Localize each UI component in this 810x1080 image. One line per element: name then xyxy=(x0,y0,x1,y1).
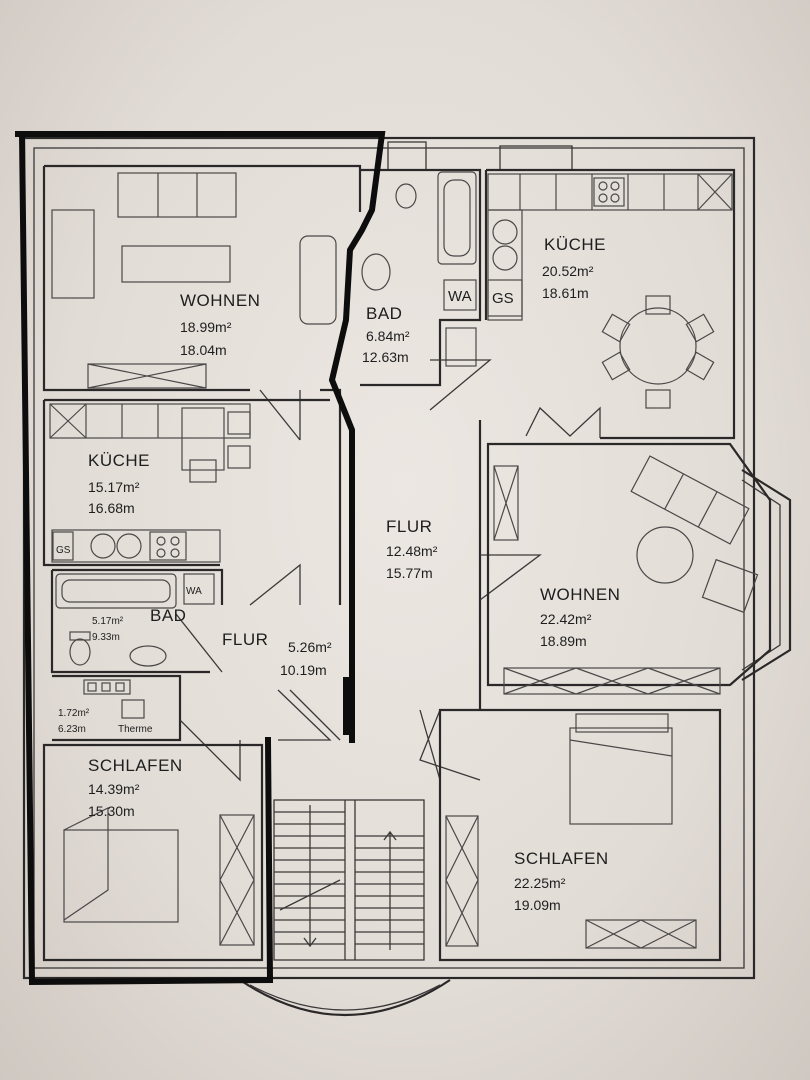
shelf-icon xyxy=(51,209,95,299)
bed-icon xyxy=(63,829,179,923)
room-perimeter: 15.77m xyxy=(386,565,433,581)
room-perimeter: 19.09m xyxy=(514,897,561,913)
room-area: 5.26m² xyxy=(288,639,332,655)
bathtub-icon xyxy=(437,171,477,265)
room-perimeter: 9.33m xyxy=(92,632,120,643)
unit-boundary-marker xyxy=(15,130,386,986)
coffee-table-icon xyxy=(636,526,694,584)
sink-icon xyxy=(90,533,116,559)
cooktop-icon xyxy=(593,177,625,207)
room-area: 18.99m² xyxy=(180,319,232,335)
room-left-bad: WA BAD 5.17m² 9.33m xyxy=(50,568,224,674)
therme-label: Therme xyxy=(118,724,153,735)
room-left-flur: FLUR 5.26m² 10.19m xyxy=(179,630,332,782)
room-name: WOHNEN xyxy=(180,291,260,310)
room-area: 22.25m² xyxy=(514,875,566,891)
room-name: FLUR xyxy=(386,517,432,536)
room-perimeter: 12.63m xyxy=(362,349,409,365)
boiler-icon xyxy=(83,679,131,695)
room-left-schlafen: SCHLAFEN 14.39m² 15.30m xyxy=(42,743,264,962)
room-perimeter: 18.04m xyxy=(180,342,227,358)
room-name: SCHLAFEN xyxy=(514,849,609,868)
room-left-kueche: GS KÜCHE 15.17m² 16.68m xyxy=(42,398,330,606)
room-area: 14.39m² xyxy=(88,781,140,797)
room-perimeter: 15.30m xyxy=(88,803,135,819)
sink-icon xyxy=(492,219,518,245)
room-area: 5.17m² xyxy=(92,616,124,627)
right-unit: WA BAD 6.84m² 12.63m GS xyxy=(360,168,772,962)
toilet-icon xyxy=(395,183,417,209)
room-area: 20.52m² xyxy=(542,263,594,279)
room-area: 6.84m² xyxy=(366,328,410,344)
wa-label: WA xyxy=(448,288,472,305)
wardrobe-icon xyxy=(219,814,255,946)
bathtub-icon xyxy=(55,573,177,609)
room-right-flur: FLUR 12.48m² 15.77m xyxy=(386,359,542,781)
room-name: BAD xyxy=(366,304,402,323)
room-area: 15.17m² xyxy=(88,479,140,495)
armchair-icon xyxy=(701,558,759,614)
stair-steps xyxy=(274,811,424,945)
room-name: KÜCHE xyxy=(544,235,606,254)
room-name: WOHNEN xyxy=(540,585,620,604)
gs-label: GS xyxy=(56,545,71,556)
stairwell xyxy=(273,689,441,961)
bed-icon xyxy=(569,727,673,825)
room-name: FLUR xyxy=(222,630,268,649)
dining-table-icon xyxy=(619,307,697,385)
cabinet-icon xyxy=(493,465,519,541)
wardrobe-icon xyxy=(445,815,479,947)
room-right-kueche: GS KÜCHE 20.52m² 18.61m xyxy=(484,168,736,440)
room-perimeter: 10.19m xyxy=(280,662,327,678)
room-area: 22.42m² xyxy=(540,611,592,627)
room-area: 12.48m² xyxy=(386,543,438,559)
washbasin-icon xyxy=(361,253,391,291)
room-right-schlafen: SCHLAFEN 22.25m² 19.09m xyxy=(438,708,722,962)
room-perimeter: 18.61m xyxy=(542,285,589,301)
room-name: BAD xyxy=(150,606,186,625)
cooktop-icon xyxy=(149,531,187,561)
wa-label: WA xyxy=(186,586,202,597)
toilet-icon xyxy=(69,638,91,666)
radiator-icon xyxy=(585,919,697,949)
room-left-abstell: 1.72m² 6.23m Therme xyxy=(52,674,182,742)
radiator-icon xyxy=(503,667,721,695)
washbasin-icon xyxy=(129,645,167,667)
room-left-wohnen: WOHNEN 18.99m² 18.04m xyxy=(42,164,362,605)
room-area: 1.72m² xyxy=(58,708,90,719)
stove-counter-icon xyxy=(51,529,221,563)
room-right-bad: WA BAD 6.84m² 12.63m xyxy=(360,168,482,387)
room-perimeter: 16.68m xyxy=(88,500,135,516)
room-right-wohnen: WOHNEN 22.42m² 18.89m xyxy=(486,442,772,695)
sofa-icon xyxy=(630,455,750,545)
room-name: KÜCHE xyxy=(88,451,150,470)
left-unit: WOHNEN 18.99m² 18.04m GS KÜCHE xyxy=(42,164,362,962)
gs-label: GS xyxy=(492,290,514,307)
dining-table-icon xyxy=(181,407,225,471)
armchair-icon xyxy=(299,235,337,325)
radiator-icon xyxy=(87,363,207,389)
room-perimeter: 6.23m xyxy=(58,724,86,735)
sofa-icon xyxy=(117,172,237,218)
counter-icon xyxy=(487,173,733,211)
room-perimeter: 18.89m xyxy=(540,633,587,649)
room-name: SCHLAFEN xyxy=(88,756,183,775)
table-icon xyxy=(121,245,231,283)
